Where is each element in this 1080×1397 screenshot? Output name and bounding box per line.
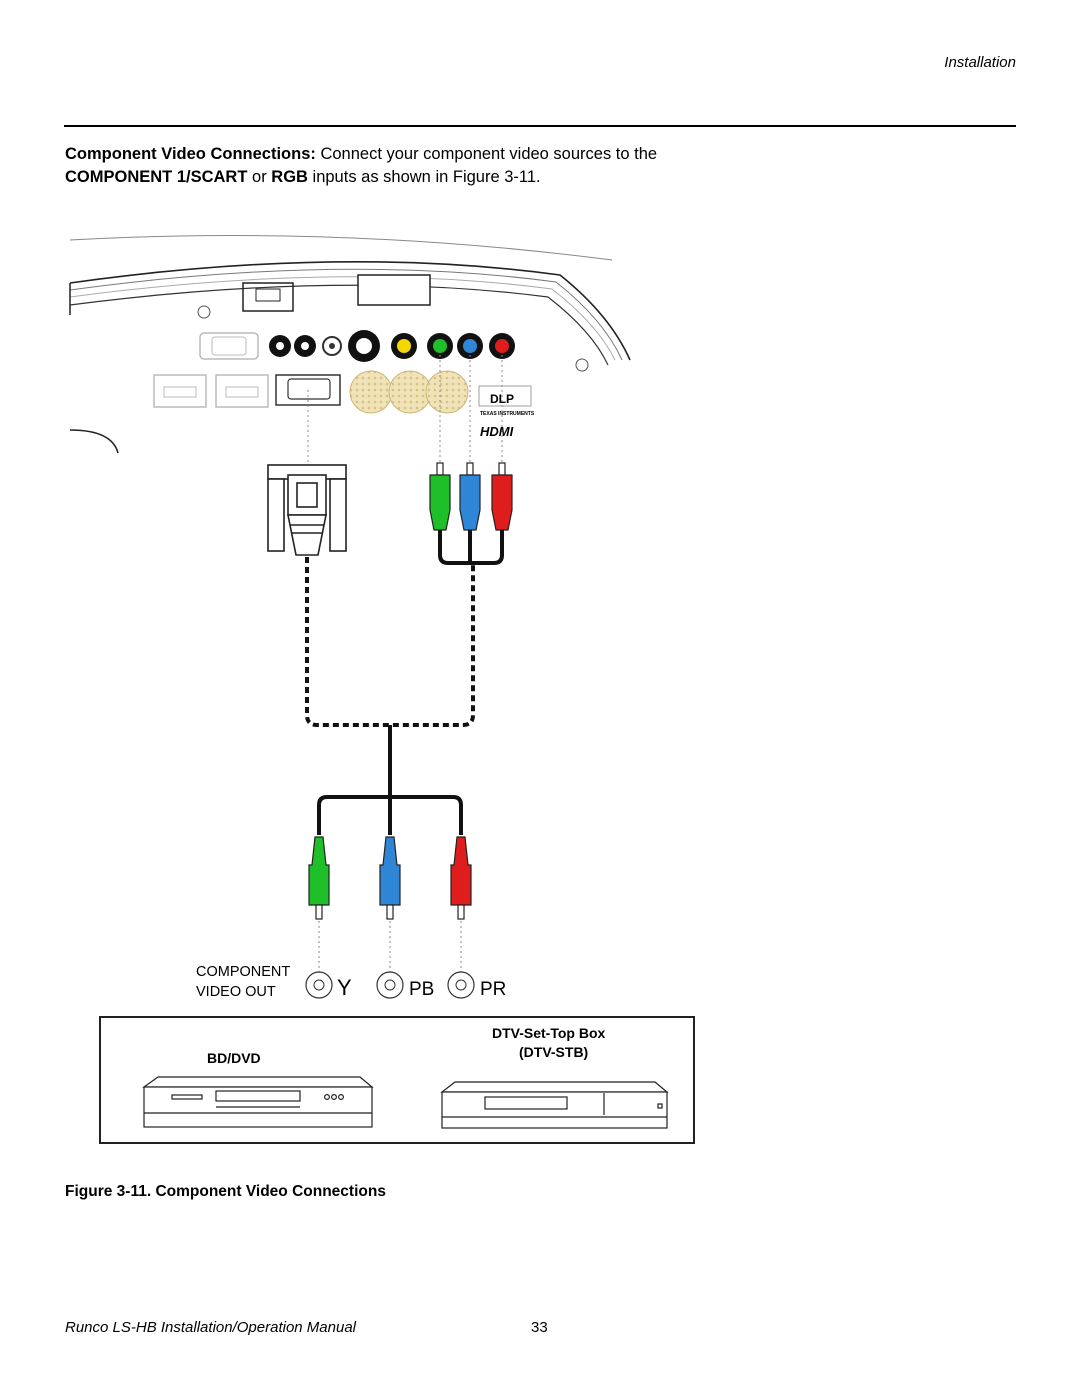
connection-diagram: DLP TEXAS INSTRUMENTS HDMI bbox=[69, 235, 695, 1144]
intro-component: COMPONENT 1/SCART bbox=[65, 168, 248, 186]
intro-text1: Connect your component video sources to … bbox=[315, 145, 658, 163]
page-number: 33 bbox=[531, 1319, 548, 1336]
upper-rca-plugs bbox=[429, 462, 513, 531]
dtv-stb-label-line2: (DTV-STB) bbox=[519, 1044, 588, 1060]
jack-label-y: Y bbox=[337, 975, 352, 1000]
vga-connector bbox=[267, 464, 347, 556]
component-out-label-line2: VIDEO OUT bbox=[196, 984, 276, 1000]
section-label: Installation bbox=[944, 54, 1016, 71]
intro-lead: Component Video Connections: bbox=[65, 145, 316, 163]
ti-logo: TEXAS INSTRUMENTS bbox=[480, 411, 535, 417]
intro-rgb: RGB bbox=[271, 168, 308, 186]
intro-or: or bbox=[247, 168, 272, 186]
dlp-logo: DLP bbox=[490, 392, 514, 406]
hdmi-logo: HDMI bbox=[480, 424, 514, 439]
bd-dvd-player-icon bbox=[142, 1076, 374, 1128]
dtv-stb-icon bbox=[440, 1081, 669, 1129]
intro-text2: inputs as shown in Figure 3-11. bbox=[307, 168, 541, 186]
intro-paragraph: Component Video Connections: Connect you… bbox=[65, 143, 865, 189]
jack-label-pr: PR bbox=[480, 979, 506, 1000]
dtv-stb-label-line1: DTV-Set-Top Box bbox=[492, 1025, 606, 1041]
bd-dvd-label: BD/DVD bbox=[207, 1050, 261, 1066]
component-out-label-line1: COMPONENT bbox=[196, 964, 290, 980]
projector-rear-panel: DLP TEXAS INSTRUMENTS HDMI bbox=[69, 235, 631, 454]
figure-caption: Figure 3-11. Component Video Connections bbox=[65, 1183, 386, 1200]
header-rule bbox=[64, 125, 1016, 127]
component-out-jacks bbox=[305, 971, 475, 999]
footer-title: Runco LS-HB Installation/Operation Manua… bbox=[65, 1319, 356, 1336]
jack-label-pb: PB bbox=[409, 979, 434, 1000]
lower-rca-plugs bbox=[308, 836, 472, 920]
